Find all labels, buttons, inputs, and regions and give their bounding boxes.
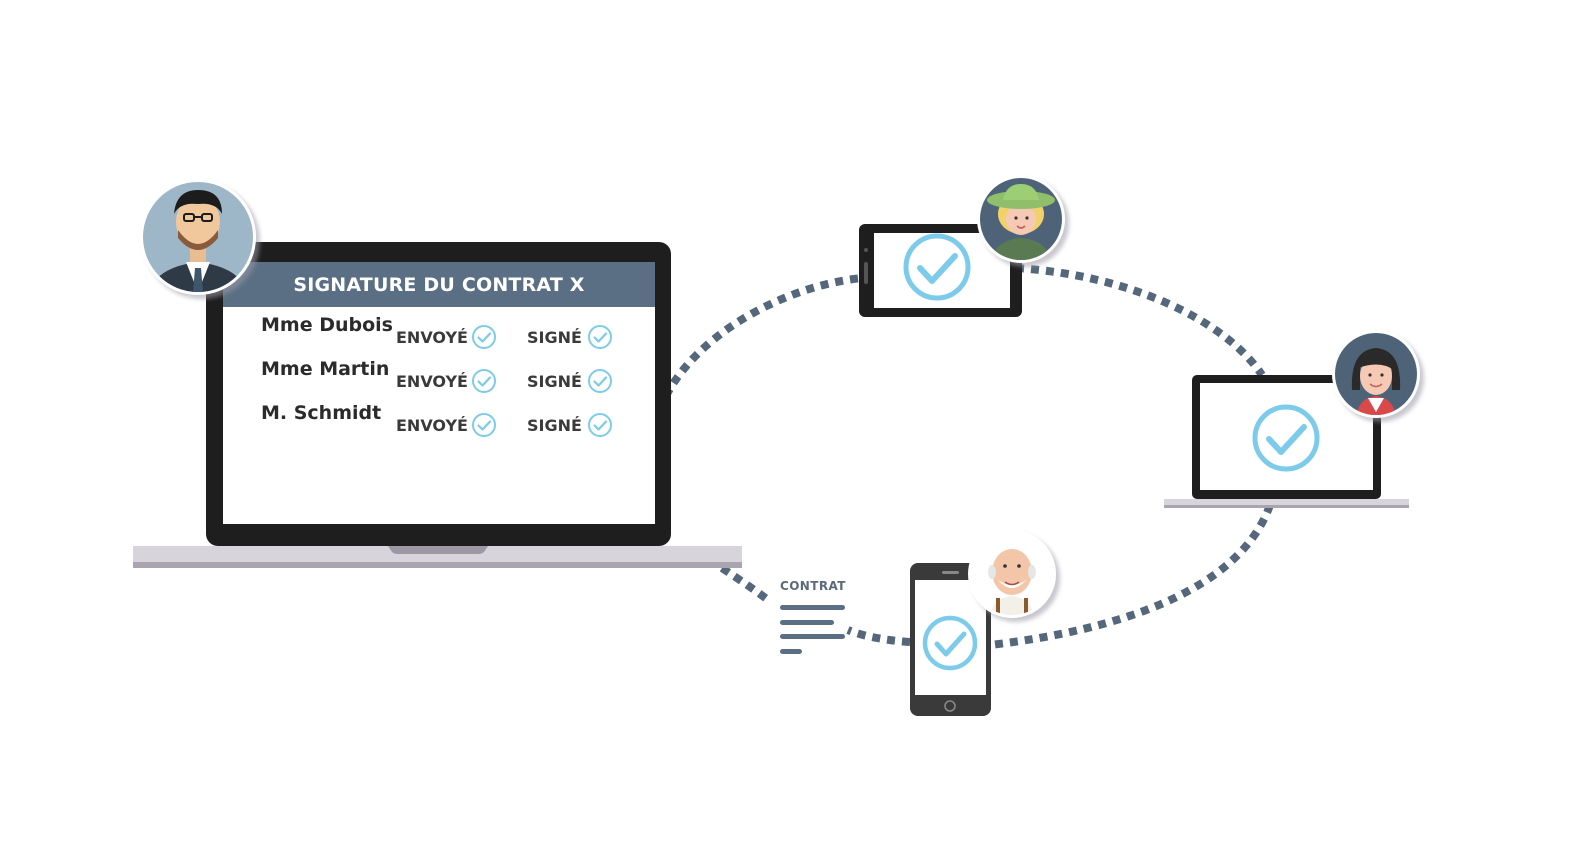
signer-name: Mme Martin xyxy=(261,358,390,380)
sent-status: ENVOYÉ xyxy=(396,328,468,347)
signed-status: SIGNÉ xyxy=(527,372,582,391)
signer-name: M. Schmidt xyxy=(261,402,382,424)
woman-hat-avatar xyxy=(977,175,1065,263)
check-icon xyxy=(472,413,496,437)
connection-path xyxy=(662,264,1274,649)
contract-title: SIGNATURE DU CONTRAT X xyxy=(293,274,585,296)
check-icon xyxy=(588,413,612,437)
signer-name: Mme Dubois xyxy=(261,314,393,336)
check-icon xyxy=(472,325,496,349)
sent-status: ENVOYÉ xyxy=(396,416,468,435)
main-laptop xyxy=(133,242,742,568)
check-icon xyxy=(922,615,978,671)
smartphone-device xyxy=(910,563,991,716)
signer-row: Mme Martin ENVOYÉ SIGNÉ xyxy=(223,358,655,398)
signed-status: SIGNÉ xyxy=(527,416,582,435)
signer-row: Mme Dubois ENVOYÉ SIGNÉ xyxy=(223,314,655,354)
check-icon xyxy=(588,369,612,393)
sent-status: ENVOYÉ xyxy=(396,372,468,391)
signed-status: SIGNÉ xyxy=(527,328,582,347)
document-label: CONTRAT xyxy=(780,579,846,593)
document-icon xyxy=(780,605,845,654)
check-icon xyxy=(903,233,971,301)
woman-avatar xyxy=(1332,330,1420,418)
check-icon xyxy=(1252,404,1320,472)
signer-row: M. Schmidt ENVOYÉ SIGNÉ xyxy=(223,402,655,442)
check-icon xyxy=(472,369,496,393)
old-man-avatar xyxy=(968,530,1056,618)
check-icon xyxy=(588,325,612,349)
